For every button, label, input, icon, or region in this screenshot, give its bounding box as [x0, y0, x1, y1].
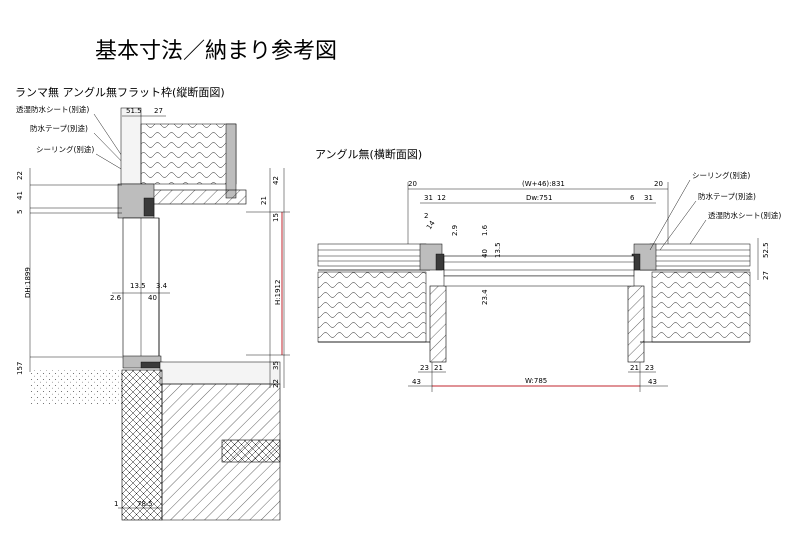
- page-title: 基本寸法／納まり参考図: [95, 39, 337, 64]
- dim-51-5: 51.5: [126, 107, 142, 115]
- dim-43-left: 43: [412, 378, 421, 386]
- dim-52-5: 52.5: [762, 242, 770, 258]
- dim-21-right: 21: [630, 364, 639, 372]
- dim-23-left: 23: [420, 364, 429, 372]
- floor-board: [159, 361, 281, 385]
- horizontal-section: アングル無(横断面図) 20 (W+46):831 20 31 12 Dw:75…: [315, 147, 781, 392]
- dim-43-right: 43: [648, 378, 657, 386]
- vertical-heading: ランマ無 アングル無フラット枠(縦断面図): [15, 85, 225, 99]
- left-stud: [429, 285, 447, 363]
- upper-wall-stud: [120, 107, 142, 185]
- h-callout-sealing: シーリング(別途): [692, 170, 750, 180]
- sill-block: [221, 439, 281, 463]
- left-insulation: [317, 271, 427, 343]
- right-siding: [649, 243, 751, 267]
- dim-40-plan: 40: [481, 249, 489, 258]
- dim-22: 22: [16, 171, 24, 180]
- right-insulation: [651, 271, 751, 343]
- callout-waterproof-tape: 防水テープ(別途): [30, 123, 88, 133]
- upper-board: [225, 123, 237, 199]
- h-callout-leaders: [649, 179, 707, 251]
- dim-21-left: 21: [434, 364, 443, 372]
- dim-1-6: 1.6: [481, 224, 489, 236]
- dim-2-6: 2.6: [110, 294, 122, 302]
- h-callout-waterproof-tape: 防水テープ(別途): [698, 191, 756, 201]
- dim-42: 42: [272, 176, 280, 185]
- dim-14: 14: [425, 219, 437, 231]
- dim-overall-width: (W+46):831: [522, 180, 565, 188]
- dim-23-right: 23: [645, 364, 654, 372]
- door-leaf-plan: [443, 255, 635, 277]
- upper-insulation: [140, 123, 237, 185]
- dim-15: 15: [272, 213, 280, 222]
- left-siding: [317, 243, 427, 267]
- vertical-section: ランマ無 アングル無フラット枠(縦断面図) 透湿防水シート(別途) 防水テープ(…: [15, 85, 290, 521]
- dim-35: 35: [272, 361, 280, 370]
- dim-21: 21: [260, 196, 268, 205]
- right-stud: [627, 285, 645, 363]
- head-frame-detail: [143, 197, 155, 217]
- h-callout-moisture-sheet: 透湿防水シート(別途): [708, 210, 781, 220]
- dim-40: 40: [148, 294, 157, 302]
- dim-5: 5: [16, 210, 24, 214]
- dim-27-top: 27: [154, 107, 163, 115]
- dim-31-right: 31: [644, 194, 653, 202]
- horizontal-heading: アングル無(横断面図): [315, 147, 422, 161]
- dim-w: W:785: [525, 377, 547, 385]
- dim-13-5-plan: 13.5: [494, 242, 502, 258]
- foundation: [121, 369, 163, 521]
- dim-3-4: 3.4: [156, 282, 168, 290]
- dim-20-left: 20: [408, 180, 417, 188]
- dim-41: 41: [16, 191, 24, 200]
- head-lintel: [149, 189, 247, 205]
- dim-23-4: 23.4: [481, 289, 489, 305]
- dim-78-5: 78.5: [137, 500, 153, 508]
- dim-27-plan: 27: [762, 271, 770, 280]
- dim-6: 6: [630, 194, 635, 202]
- dim-20-right: 20: [654, 180, 663, 188]
- dim-22-right: 22: [272, 379, 280, 388]
- dim-2-9: 2.9: [451, 225, 459, 236]
- dim-31-left: 31: [424, 194, 433, 202]
- floor-gravel: [30, 370, 122, 404]
- dim-2: 2: [424, 212, 428, 220]
- callout-sealing: シーリング(別途): [36, 144, 94, 154]
- dim-1: 1: [114, 500, 118, 508]
- dim-dh: DH:1899: [24, 267, 32, 298]
- foundation-earth: [161, 383, 281, 521]
- dim-h: H:1912: [274, 280, 282, 305]
- dim-13-5: 13.5: [130, 282, 146, 290]
- callout-moisture-sheet: 透湿防水シート(別途): [16, 104, 89, 114]
- dim-12: 12: [437, 194, 446, 202]
- dim-157: 157: [16, 362, 24, 375]
- dim-dw: Dw:751: [526, 194, 552, 202]
